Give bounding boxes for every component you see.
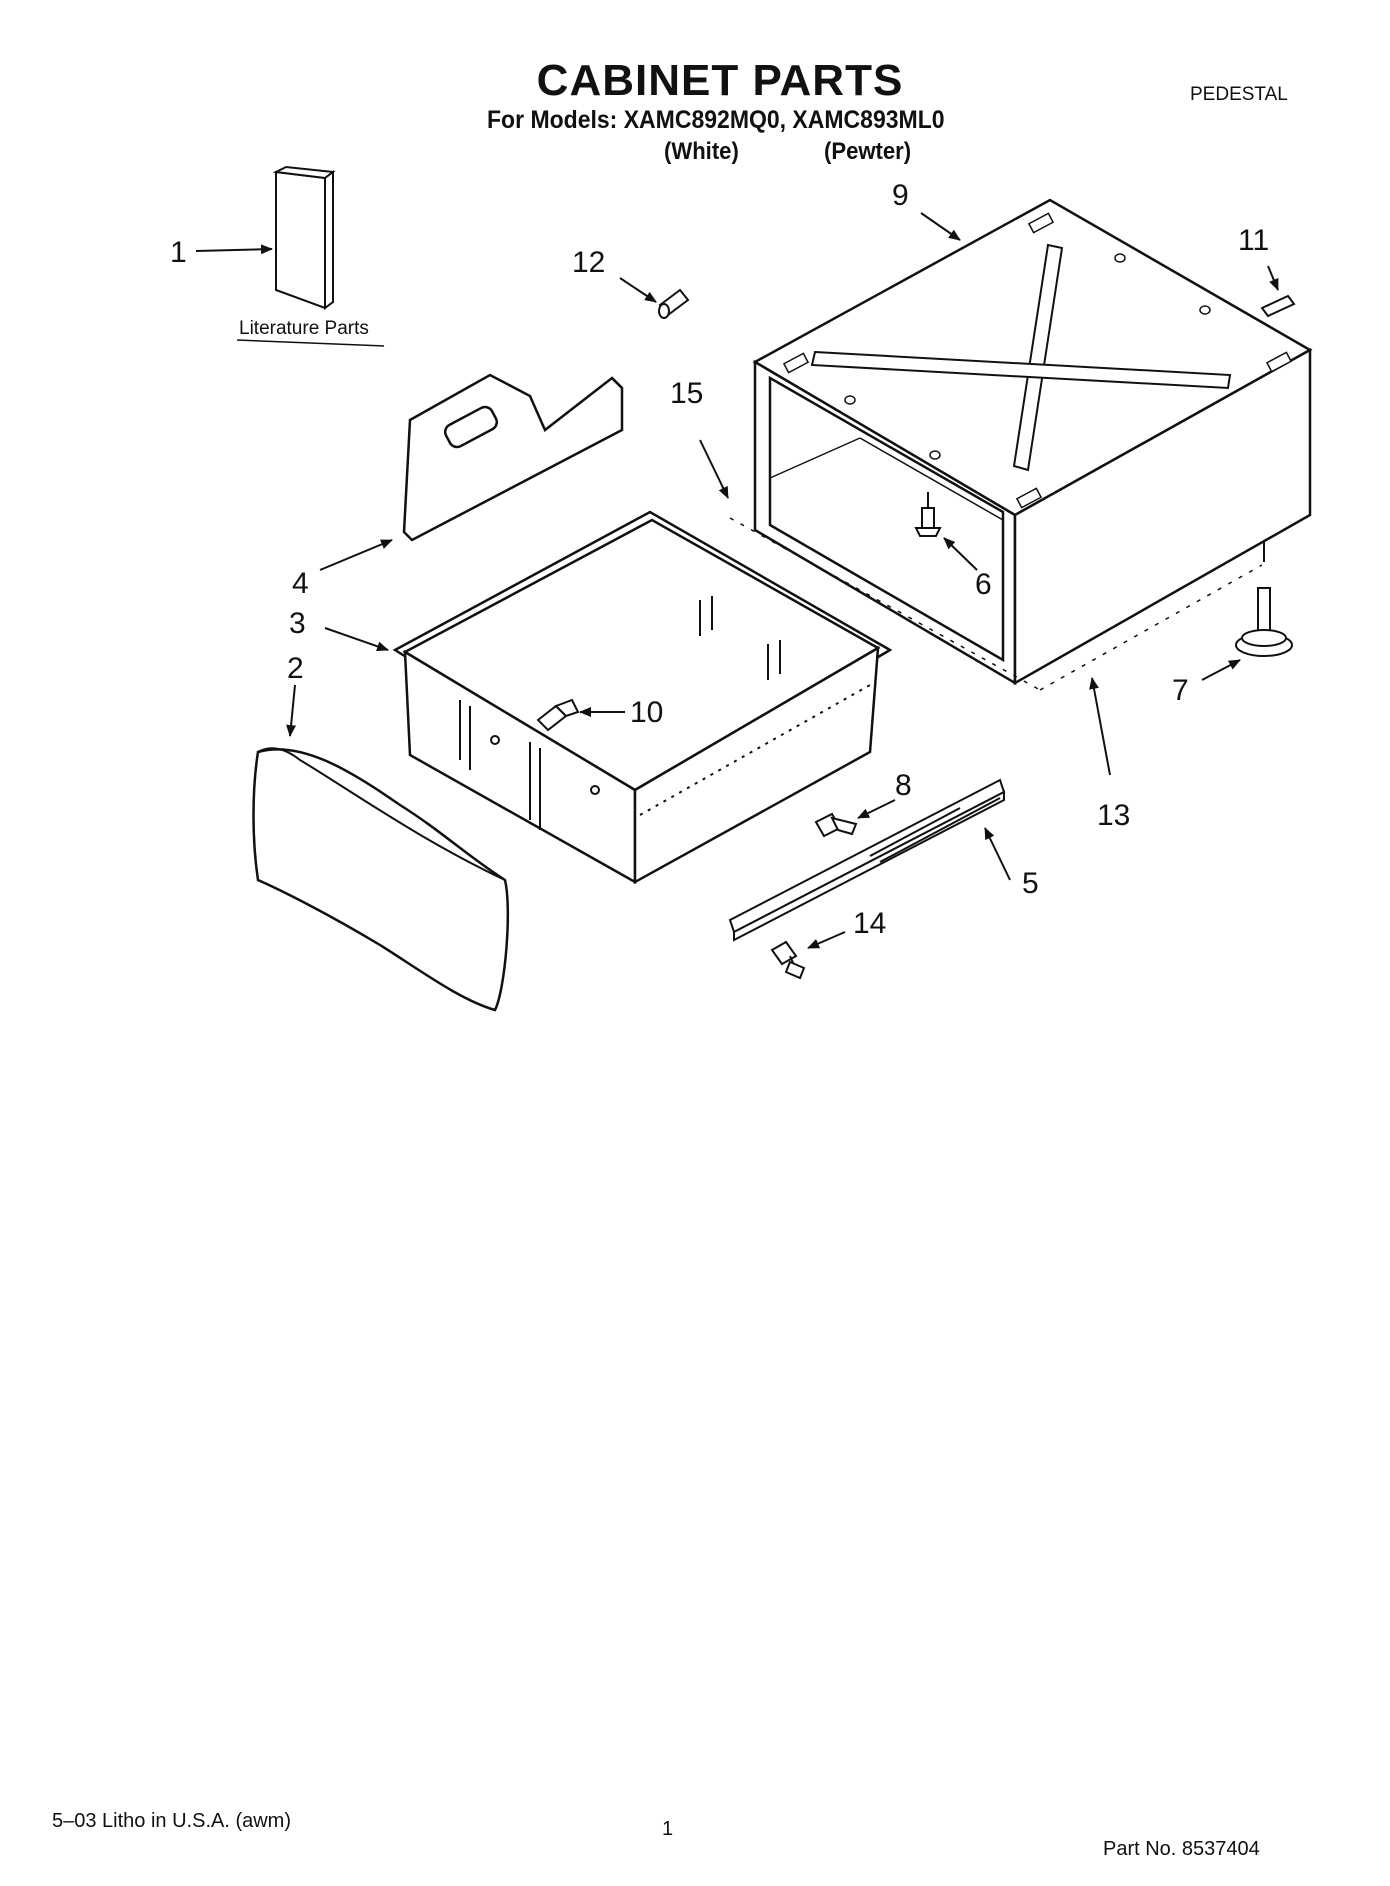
cabinet-x-brace: [810, 243, 1232, 472]
callout-11: 11: [1238, 224, 1269, 257]
literature-booklet: [272, 165, 336, 310]
drawer-slide-rail: [728, 778, 1006, 942]
variant-pewter: (Pewter): [824, 138, 912, 165]
litho-note: 5–03 Litho in U.S.A. (awm): [52, 1810, 291, 1832]
cabinet-holes: [782, 212, 1293, 509]
divider-panel: [402, 373, 624, 542]
callout-7: 7: [1172, 674, 1189, 707]
callout-13: 13: [1097, 799, 1130, 832]
screw-8: [814, 812, 858, 838]
leader-lines: [195, 212, 1279, 949]
callout-4: 4: [292, 567, 309, 600]
part-number: Part No. 8537404: [1103, 1838, 1260, 1860]
drawer-basket-details: [459, 596, 871, 830]
leveling-leg: [1235, 540, 1293, 657]
screw-10: [536, 698, 580, 732]
variant-white: (White): [664, 138, 739, 165]
callout-2: 2: [287, 652, 304, 685]
page-title: CABINET PARTS: [536, 56, 904, 105]
drawer-basket: [392, 510, 893, 885]
callout-5: 5: [1022, 867, 1039, 900]
drawer-front-panel: [252, 747, 510, 1012]
screw-6: [914, 492, 942, 537]
callout-1: 1: [170, 236, 187, 269]
page-number: 1: [662, 1818, 674, 1840]
models-line: For Models: XAMC892MQ0, XAMC893ML0: [487, 106, 945, 134]
pin-part: [658, 288, 690, 319]
clip-part: [1260, 294, 1296, 318]
callout-10: 10: [630, 696, 663, 729]
callout-14: 14: [853, 907, 886, 940]
callout-8: 8: [895, 769, 912, 802]
callout-9: 9: [892, 179, 909, 212]
screw-14: [770, 940, 806, 980]
callout-15: 15: [670, 377, 703, 410]
callout-6: 6: [975, 568, 992, 601]
callout-12: 12: [572, 246, 605, 279]
callout-3: 3: [289, 607, 306, 640]
literature-underline: [236, 339, 385, 347]
section-label: PEDESTAL: [1190, 84, 1288, 105]
literature-label: Literature Parts: [239, 318, 369, 339]
